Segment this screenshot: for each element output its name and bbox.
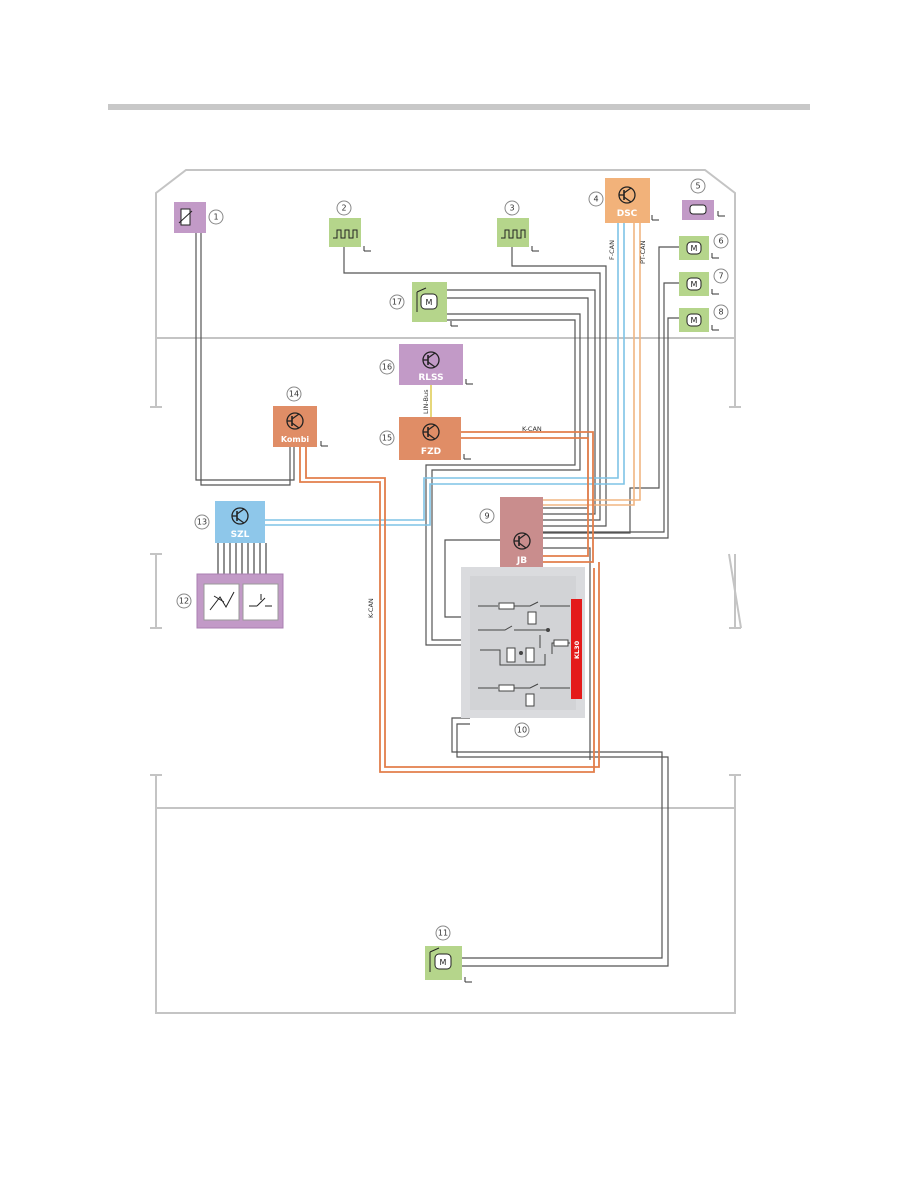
svg-text:1: 1: [213, 213, 218, 222]
svg-text:M: M: [691, 316, 698, 325]
svg-text:17: 17: [392, 298, 402, 307]
rlss-label: RLSS: [418, 373, 443, 383]
component-14-kombi: Kombi: [273, 406, 329, 447]
callout-2: 2: [336, 200, 352, 216]
label-kcan-top: K-CAN: [522, 425, 542, 433]
callout-11: 11: [435, 925, 451, 941]
component-1-sensor: [174, 202, 206, 233]
callout-14: 14: [286, 386, 302, 402]
svg-text:16: 16: [382, 363, 392, 372]
label-kbus: LIN-Bus: [422, 389, 430, 414]
svg-text:8: 8: [718, 308, 723, 317]
component-2-sensor: [329, 218, 372, 252]
svg-text:15: 15: [382, 434, 392, 443]
component-11-motor: M: [425, 946, 473, 983]
component-13-szl: SZL: [215, 501, 265, 543]
svg-text:M: M: [440, 958, 447, 967]
component-5-sensor: [682, 200, 726, 220]
svg-text:5: 5: [695, 182, 700, 191]
kombi-label: Kombi: [281, 435, 310, 444]
component-3-sensor: [497, 218, 540, 252]
callout-9: 9: [479, 508, 495, 524]
label-kcan-left: K-CAN: [367, 598, 375, 618]
component-15-fzd: FZD: [399, 417, 472, 460]
callout-3: 3: [504, 200, 520, 216]
kl30-label: KL30: [573, 640, 581, 659]
component-9-jb: JB: [500, 497, 543, 576]
vehicle-outline: [150, 169, 742, 1014]
dsc-label: DSC: [617, 209, 638, 219]
svg-text:13: 13: [197, 518, 207, 527]
jb-label: JB: [516, 556, 527, 566]
header-rule: [108, 104, 810, 110]
svg-text:7: 7: [718, 272, 723, 281]
callouts: 1 2 3 4 5 6 7 8 9 10 11 12 13 14 15 16 1…: [176, 178, 729, 941]
component-6-motor: M: [679, 236, 720, 260]
label-ptcan: PT-CAN: [639, 240, 647, 264]
svg-text:M: M: [691, 244, 698, 253]
svg-text:3: 3: [509, 204, 514, 213]
callout-15: 15: [379, 430, 395, 446]
bus-ptcan: [543, 223, 641, 506]
fzd-label: FZD: [421, 447, 441, 457]
bus-kcan: [299, 431, 600, 773]
svg-text:9: 9: [484, 512, 489, 521]
component-4-dsc: DSC: [605, 178, 660, 223]
component-8-motor: M: [679, 308, 720, 332]
component-12-switches: [196, 573, 284, 629]
callout-16: 16: [379, 359, 395, 375]
callout-17: 17: [389, 294, 405, 310]
callout-1: 1: [208, 209, 224, 225]
callout-7: 7: [713, 268, 729, 284]
component-7-motor: M: [679, 272, 720, 296]
svg-text:11: 11: [438, 929, 448, 938]
svg-text:M: M: [691, 280, 698, 289]
wire-harness: [195, 233, 679, 967]
callout-10: 10: [514, 722, 530, 738]
svg-text:6: 6: [718, 237, 723, 246]
callout-8: 8: [713, 304, 729, 320]
szl-label: SZL: [231, 530, 250, 540]
svg-text:4: 4: [593, 195, 598, 204]
svg-text:14: 14: [289, 390, 299, 399]
callout-4: 4: [588, 191, 604, 207]
bus-fcan: [265, 223, 625, 526]
svg-text:M: M: [426, 298, 433, 307]
label-fcan: F-CAN: [608, 240, 616, 260]
callout-13: 13: [194, 514, 210, 530]
svg-text:2: 2: [341, 204, 346, 213]
callout-5: 5: [690, 178, 706, 194]
callout-6: 6: [713, 233, 729, 249]
kl30-bar: KL30: [571, 599, 582, 699]
component-10-fuse-panel: [461, 567, 585, 718]
component-17-motor: M: [412, 282, 459, 327]
svg-text:10: 10: [517, 726, 527, 735]
callout-12: 12: [176, 593, 192, 609]
component-16-rlss: RLSS: [399, 344, 474, 385]
svg-text:12: 12: [179, 597, 189, 606]
